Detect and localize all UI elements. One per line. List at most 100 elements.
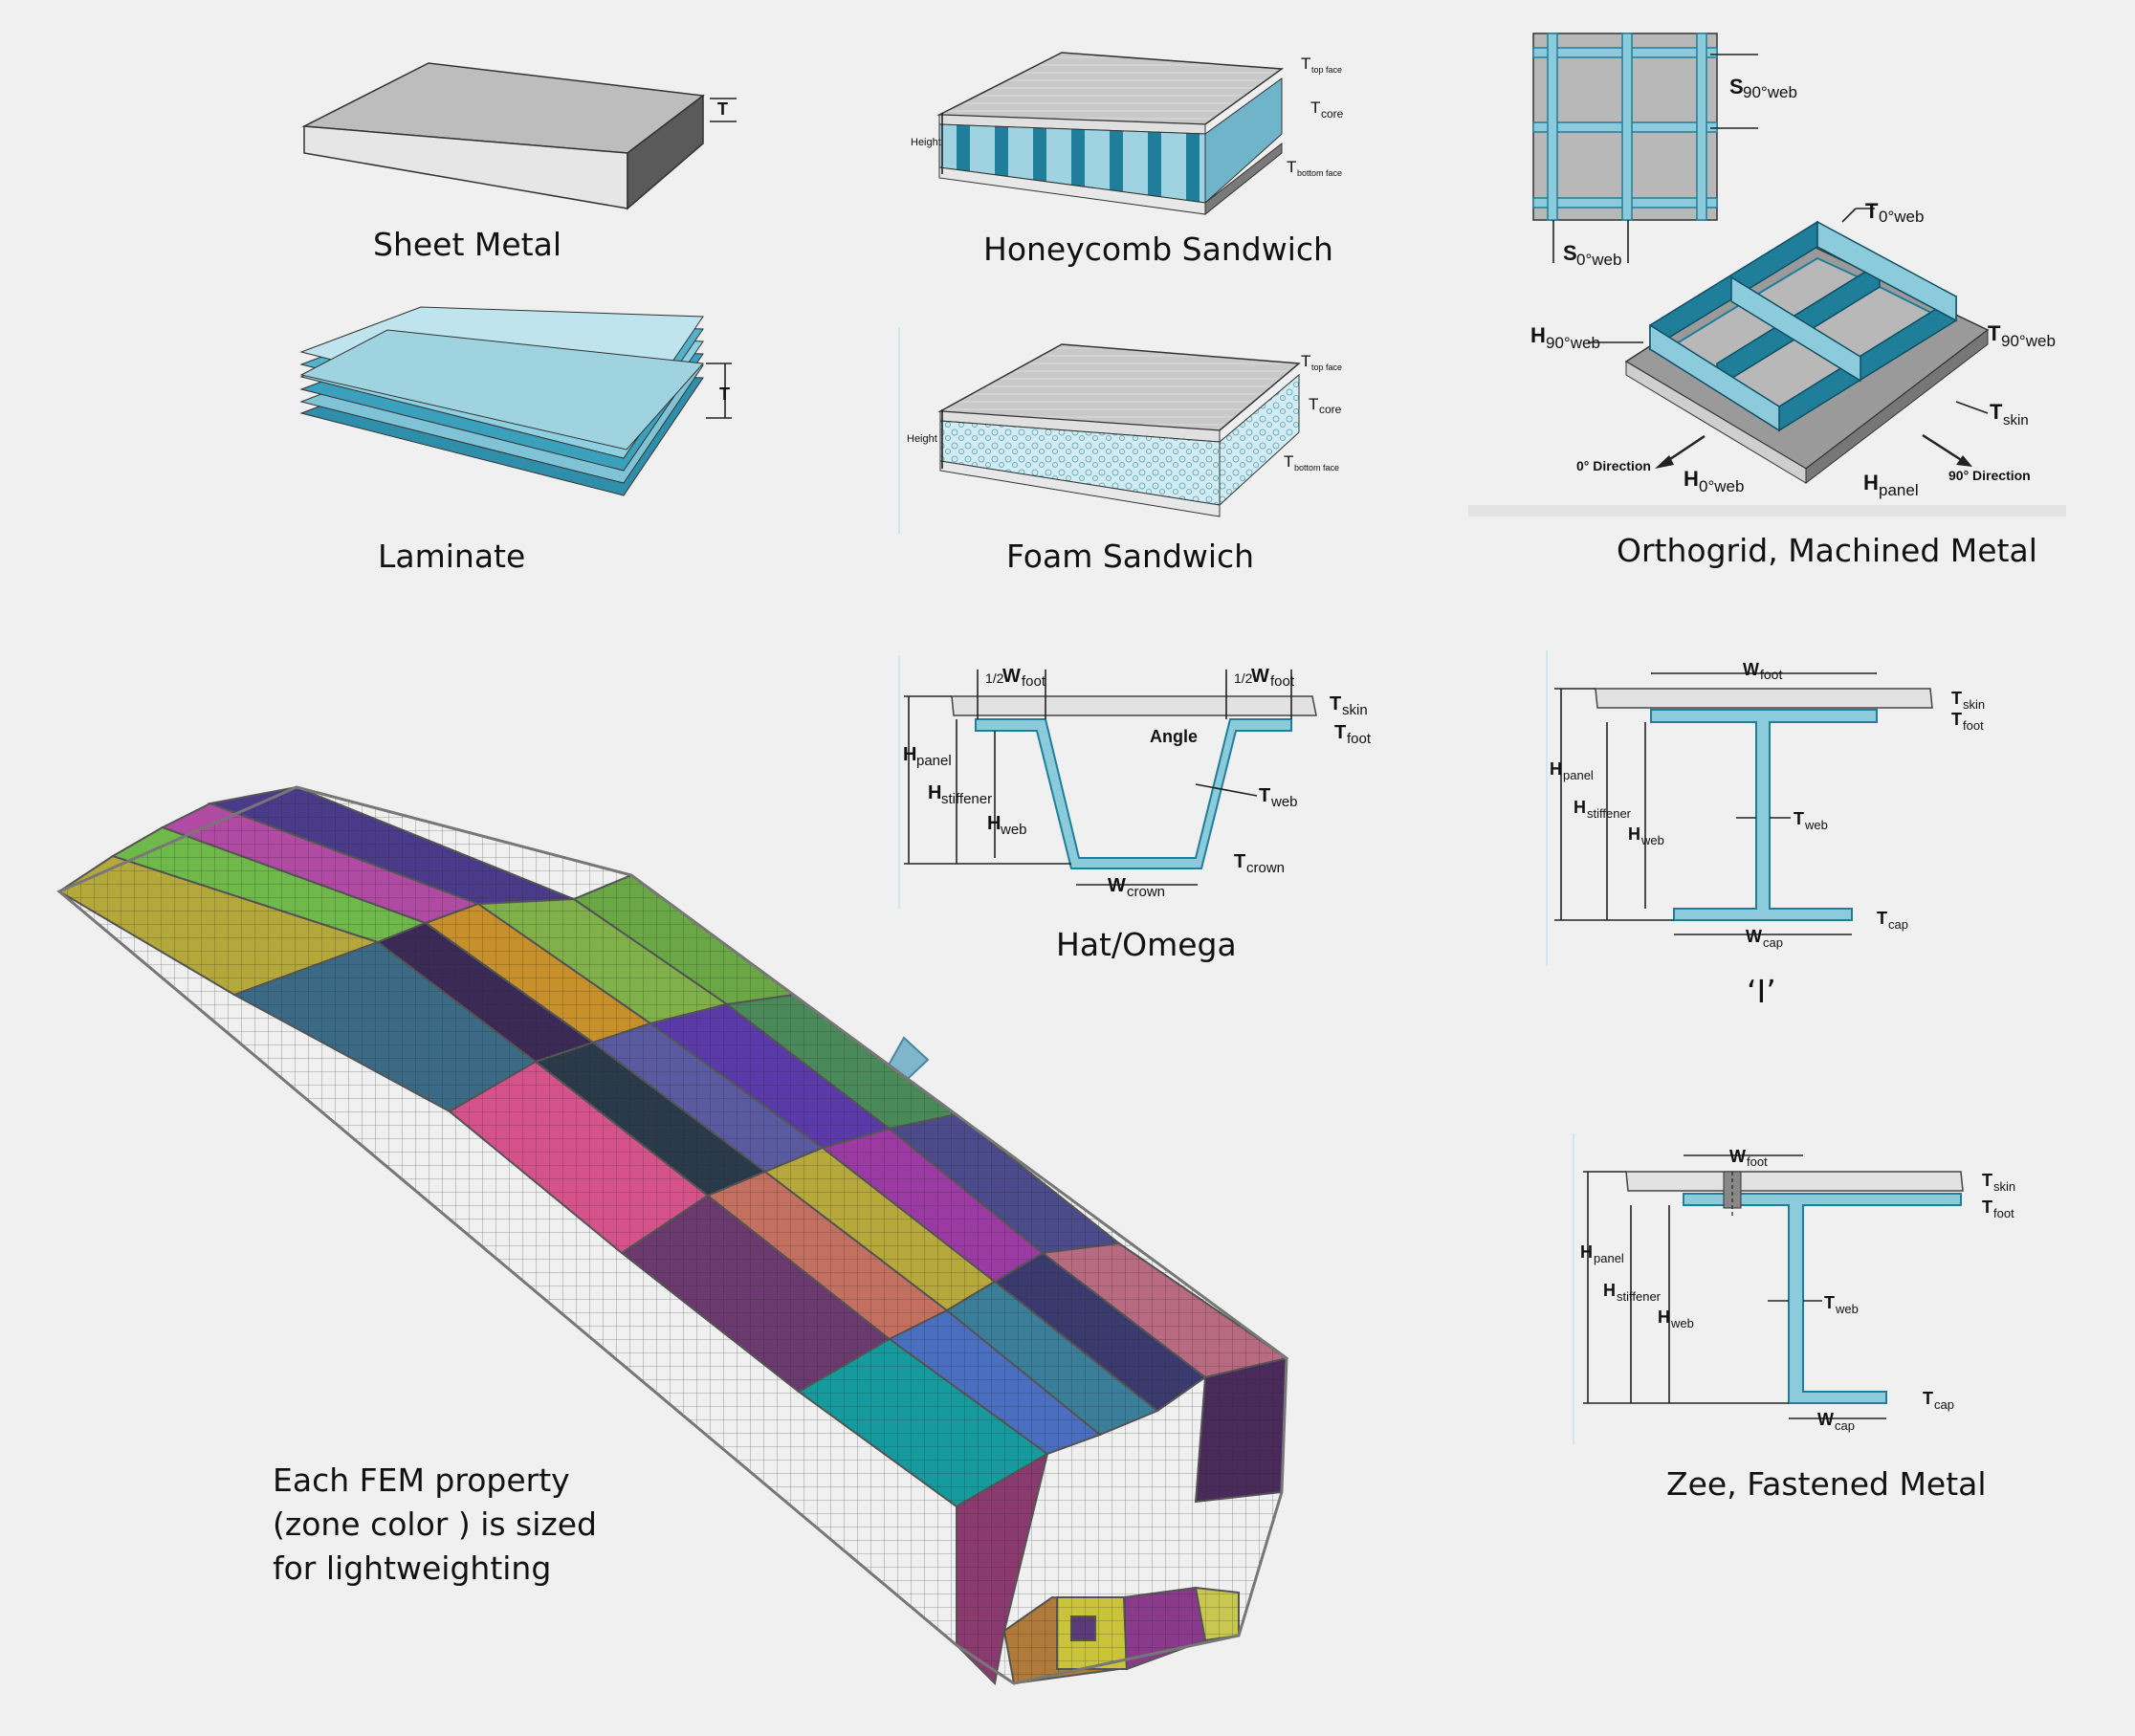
- hat-hweb: web: [1000, 822, 1027, 838]
- zee-wfoot-W: W: [1729, 1147, 1746, 1166]
- zee-figure: W foot T skin T foot H panel H stiffener…: [1573, 1133, 2015, 1444]
- caption-hat: Hat/Omega: [1056, 926, 1237, 963]
- hat-omega-figure: 1/2 W foot 1/2 W foot T skin T foot Angl…: [898, 655, 1372, 909]
- orthogrid-top-view: S 90°web S 0°web: [1532, 33, 1797, 269]
- caption-laminate: Laminate: [378, 538, 525, 575]
- foam-core-label: core: [1319, 403, 1342, 416]
- zee-tweb-T: T: [1824, 1293, 1835, 1312]
- foam-t-top: T: [1301, 352, 1310, 370]
- honeycomb-t-top: T: [1301, 55, 1310, 73]
- hat-half-right: 1/2: [1234, 670, 1253, 686]
- foam-top-face-label: top face: [1311, 363, 1342, 372]
- hat-hpanel: panel: [916, 753, 952, 769]
- hat-half-left: 1/2: [985, 670, 1004, 686]
- hat-tskin: skin: [1342, 702, 1368, 718]
- honeycomb-top-face-label: top face: [1311, 65, 1342, 75]
- hat-wcrown-W: W: [1108, 875, 1126, 896]
- zee-wcap-W: W: [1817, 1410, 1834, 1429]
- caption-orthogrid: Orthogrid, Machined Metal: [1617, 532, 2037, 569]
- s0-S: S: [1563, 241, 1577, 265]
- honeycomb-t-core: T: [1310, 99, 1320, 117]
- foam-height-label: Height: [907, 433, 937, 445]
- zee-tcap: cap: [1934, 1397, 1954, 1412]
- honeycomb-figure: Height T top face T core T bottom face: [911, 52, 1344, 216]
- hpanel-H: H: [1863, 471, 1879, 494]
- zee-hpanel: panel: [1594, 1251, 1624, 1265]
- i-tskin: skin: [1963, 697, 1985, 712]
- honeycomb-bottom-face-label: bottom face: [1297, 168, 1342, 178]
- i-tweb-T: T: [1794, 809, 1804, 828]
- hat-wfoot-right-W: W: [1251, 666, 1269, 687]
- dir0-label: 0° Direction: [1576, 458, 1651, 473]
- zee-hweb: web: [1670, 1316, 1694, 1330]
- s0-label: 0°web: [1576, 251, 1621, 269]
- i-hweb: web: [1640, 833, 1664, 847]
- honeycomb-core-label: core: [1321, 107, 1344, 121]
- hat-angle: Angle: [1150, 727, 1198, 746]
- i-hweb-H: H: [1628, 824, 1640, 844]
- hat-tskin-T: T: [1330, 693, 1341, 714]
- tskin-label: skin: [2003, 412, 2029, 429]
- hat-hpanel-H: H: [903, 744, 916, 765]
- fem-wing-model: [56, 785, 1289, 1686]
- hat-tfoot: foot: [1347, 731, 1372, 747]
- i-hpanel-H: H: [1550, 759, 1562, 779]
- hat-tweb-T: T: [1259, 785, 1270, 806]
- i-hstiff-H: H: [1574, 798, 1586, 817]
- laminate-figure: T: [299, 306, 732, 496]
- caption-i-beam: ‘I’: [1747, 973, 1776, 1010]
- t0-label: 0°web: [1879, 208, 1924, 226]
- hat-hstiffener: stiffener: [941, 791, 992, 807]
- i-tweb: web: [1804, 818, 1828, 832]
- zee-tfoot-T: T: [1982, 1198, 1992, 1217]
- i-wcap: cap: [1763, 935, 1783, 950]
- i-wcap-W: W: [1746, 927, 1762, 946]
- zee-tweb: web: [1835, 1302, 1859, 1316]
- caption-zee: Zee, Fastened Metal: [1666, 1465, 1987, 1503]
- i-tfoot: foot: [1963, 718, 1984, 733]
- zee-tskin: skin: [1993, 1179, 2015, 1194]
- hpanel-label: panel: [1879, 481, 1919, 499]
- fem-note-line-2: (zone color ) is sized: [273, 1505, 597, 1543]
- i-hstiffener: stiffener: [1587, 806, 1632, 821]
- laminate-thickness-label: T: [719, 385, 730, 404]
- h0-label: 0°web: [1699, 477, 1744, 495]
- honeycomb-t-bottom: T: [1287, 158, 1296, 176]
- tskin-T: T: [1990, 400, 2003, 424]
- t0-T: T: [1865, 199, 1879, 223]
- h0-H: H: [1684, 467, 1699, 491]
- foam-t-core: T: [1309, 395, 1318, 413]
- hat-tfoot-T: T: [1334, 722, 1346, 743]
- orthogrid-iso-view: T 0°web H 90°web T 90°web T skin 0° Dire…: [1468, 199, 2066, 516]
- i-wfoot-W: W: [1743, 660, 1759, 679]
- sheet-metal-figure: T: [301, 62, 737, 210]
- hat-hstiff-H: H: [928, 782, 941, 803]
- s90-S: S: [1729, 75, 1744, 99]
- i-wfoot: foot: [1760, 667, 1782, 682]
- zee-hweb-H: H: [1658, 1307, 1670, 1327]
- honeycomb-height-label: Height: [911, 137, 941, 148]
- foam-figure: Height T top face T core T bottom face: [898, 327, 1342, 534]
- fem-note-line-1: Each FEM property: [273, 1461, 570, 1499]
- zee-hstiffener: stiffener: [1617, 1289, 1662, 1304]
- zee-wcap: cap: [1835, 1418, 1855, 1433]
- i-tskin-T: T: [1951, 689, 1962, 708]
- s90-label: 90°web: [1743, 83, 1797, 101]
- zee-tcap-T: T: [1923, 1389, 1933, 1408]
- hat-tweb: web: [1270, 794, 1298, 810]
- zee-hstiff-H: H: [1603, 1281, 1616, 1300]
- hat-tcrown: crown: [1246, 860, 1285, 876]
- zee-hpanel-H: H: [1580, 1242, 1593, 1262]
- dir90-label: 90° Direction: [1948, 468, 2031, 483]
- zee-wfoot: foot: [1747, 1154, 1768, 1169]
- hat-wfoot-left: foot: [1022, 673, 1046, 690]
- foam-t-bottom: T: [1284, 452, 1293, 471]
- i-tcap-T: T: [1877, 909, 1887, 928]
- fem-note-line-3: for lightweighting: [273, 1549, 552, 1587]
- i-tfoot-T: T: [1951, 710, 1962, 729]
- hat-wcrown: crown: [1127, 884, 1165, 900]
- fem-note: Each FEM property (zone color ) is sized…: [273, 1459, 597, 1591]
- caption-sheet-metal: Sheet Metal: [373, 226, 561, 263]
- i-beam-figure: W foot T skin T foot H panel H stiffener…: [1546, 650, 1985, 966]
